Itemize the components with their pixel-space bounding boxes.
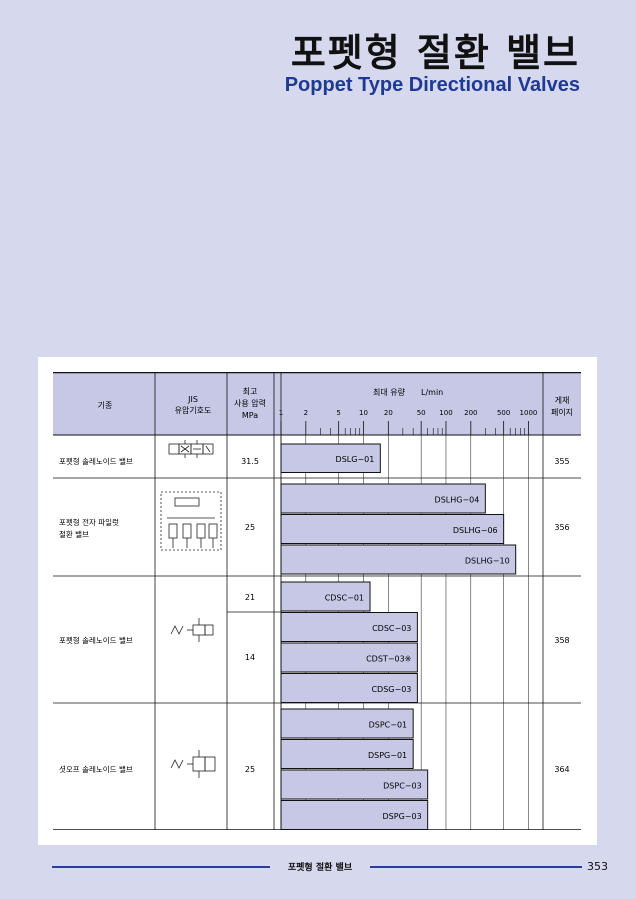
header-pressure-unit: MPa: [242, 411, 258, 420]
row-max-pressure: 14: [245, 653, 255, 662]
row-page-ref: 364: [554, 765, 569, 774]
flow-tick-label: 50: [417, 409, 426, 417]
flow-bar: [280, 483, 486, 514]
header-type: 기종: [98, 401, 113, 410]
flow-tick-label: 5: [336, 409, 340, 417]
flow-bar-label: DSPC−01: [369, 720, 408, 729]
flow-bar-label: DSLHG−10: [465, 556, 510, 565]
jis-symbol-pilot-valve: [160, 491, 222, 551]
flow-bar: [280, 514, 505, 544]
flow-bar: [280, 581, 371, 612]
header-flow-unit: L/min: [421, 388, 443, 397]
flow-bar-label: DSLHG−04: [435, 495, 480, 504]
jis-symbol-solenoid-valve: [168, 440, 214, 458]
row-page-ref: 358: [554, 636, 569, 645]
header-jis: JIS: [187, 395, 198, 404]
flow-bar: [280, 769, 429, 800]
header-pressure-2: 사용 압력: [234, 398, 266, 408]
spec-sheet: 기종 JIS 유압기호도 최고 사용 압력 MPa 최대 유량 L/min 게재…: [38, 357, 597, 845]
jis-symbol-shutoff-valve: [170, 750, 216, 778]
flow-tick-label: 10: [359, 409, 368, 417]
jis-symbol-cartridge-valve: [170, 618, 214, 642]
flow-bar-label: DSLHG−06: [453, 526, 498, 535]
header-page: 게재: [555, 395, 570, 405]
flow-bar-label: CDSC−03: [372, 624, 411, 633]
row-valve-type: 절환 밸브: [59, 529, 89, 539]
page-number: 353: [587, 860, 608, 873]
flow-bar-label: DSPC−03: [383, 781, 422, 790]
footer-rule-right: [370, 866, 582, 868]
row-valve-type: 포펫형 솔레노이드 밸브: [59, 635, 133, 645]
flow-tick-label: 100: [439, 409, 452, 417]
row-valve-type: 셧오프 솔레노이드 밸브: [59, 764, 133, 774]
flow-bar-label: DSLG−01: [336, 455, 375, 464]
flow-bar: [280, 642, 418, 673]
flow-bar: [280, 708, 414, 739]
header-flow: 최대 유량: [373, 387, 406, 397]
row-valve-type: 포펫형 전자 파일럿: [59, 517, 119, 527]
row-max-pressure: 31.5: [241, 457, 259, 466]
header-pressure-1: 최고: [243, 386, 258, 396]
header-background: [53, 372, 581, 435]
table-borders: [53, 372, 581, 830]
flow-tick-label: 2: [304, 409, 308, 417]
flow-bar-label: DSPG−03: [383, 812, 422, 821]
valve-selection-table: 기종 JIS 유압기호도 최고 사용 압력 MPa 최대 유량 L/min 게재…: [53, 372, 581, 830]
flow-bar: [280, 673, 418, 703]
flow-tick-label: 500: [497, 409, 510, 417]
flow-bars: DSLG−01DSLHG−04DSLHG−06DSLHG−10CDSC−01CD…: [280, 443, 517, 830]
row-page-ref: 356: [554, 523, 569, 532]
flow-tick-label: 20: [384, 409, 393, 417]
row-max-pressure: 25: [245, 523, 255, 532]
flow-tick-label: 200: [464, 409, 477, 417]
page-title-korean: 포펫형 절환 밸브: [290, 31, 580, 75]
flow-bar-label: CDSG−03: [371, 685, 411, 694]
header-page-2: 페이지: [551, 407, 573, 417]
footer-title: 포펫형 절환 밸브: [270, 860, 370, 873]
row-max-pressure: 21: [245, 593, 255, 602]
row-max-pressure: 25: [245, 765, 255, 774]
footer-rule-left: [52, 866, 270, 868]
header-jis-symbol: 유압기호도: [175, 406, 212, 415]
row-valve-type: 포펫형 솔레노이드 밸브: [59, 456, 133, 466]
flow-bar: [280, 612, 418, 642]
flow-bar-label: CDSC−01: [325, 593, 364, 602]
flow-bar-label: CDST−03※: [366, 654, 411, 663]
flow-tick-label: 1000: [520, 409, 538, 417]
flow-bar: [280, 800, 429, 830]
row-page-ref: 355: [554, 457, 569, 466]
page-title-english: Poppet Type Directional Valves: [284, 74, 580, 96]
flow-bar-label: DSPG−01: [368, 751, 407, 760]
